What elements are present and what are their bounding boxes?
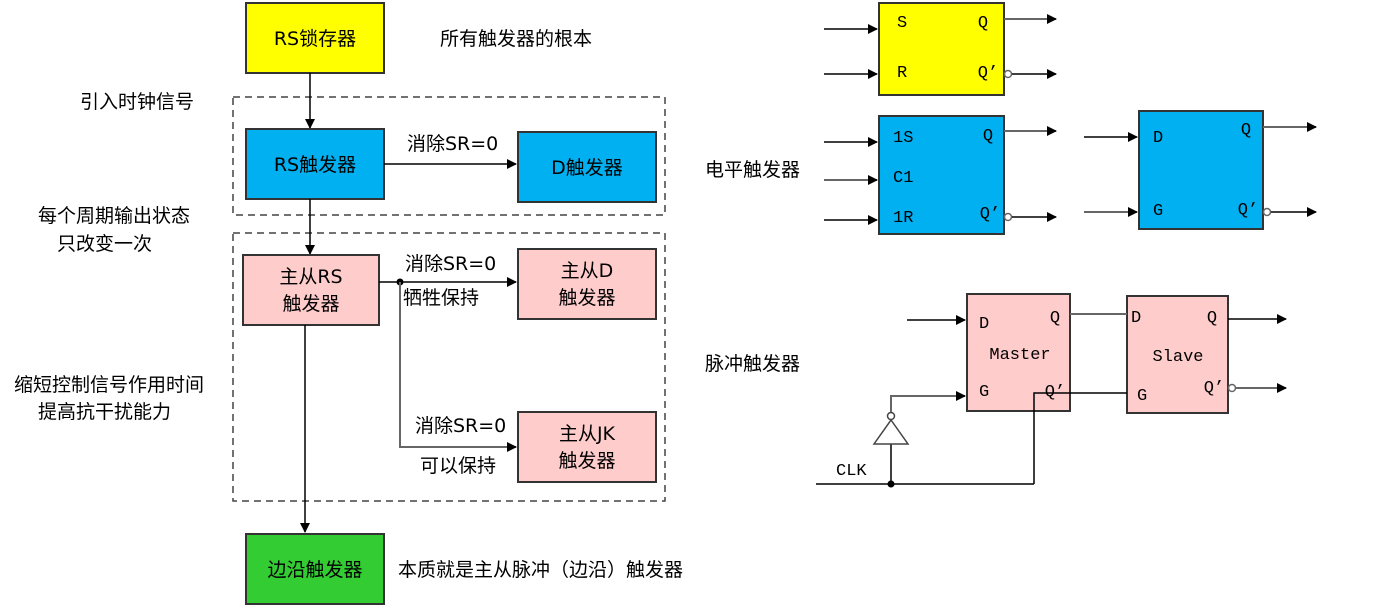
eliminate-sr-label-1: 消除SR=0 <box>407 133 498 155</box>
arrow-msrs-to-msjk <box>399 282 517 452</box>
slave-pin-g: G <box>1137 387 1147 406</box>
rs-ff-box <box>245 128 385 200</box>
ms-jk-box <box>517 411 657 483</box>
sr-latch-symbol <box>878 2 1005 96</box>
ms-rs-label-line1: 主从RS <box>279 266 342 288</box>
sr-latch-pin-qbar: Q’ <box>978 64 998 83</box>
edge-ff-label: 边沿触发器 <box>267 559 362 581</box>
clocked-sr-pin-1r: 1R <box>893 209 913 228</box>
ms-jk-label-line2: 触发器 <box>558 450 615 472</box>
master-pin-q: Q <box>1050 309 1060 328</box>
d-latch-symbol <box>1138 110 1264 230</box>
pulse-trigger-label: 脉冲触发器 <box>705 353 800 375</box>
once-note-line2: 只改变一次 <box>57 233 152 255</box>
master-symbol <box>966 293 1071 412</box>
edge-ff-box <box>245 533 385 605</box>
inverter-gate-icon <box>872 418 910 445</box>
master-pin-g: G <box>979 383 989 402</box>
master-name: Master <box>989 346 1050 365</box>
d-ff-label: D触发器 <box>551 157 623 179</box>
edge-note: 本质就是主从脉冲（边沿）触发器 <box>398 559 683 581</box>
rs-ff-label: RS触发器 <box>274 154 356 176</box>
ms-rs-box <box>242 254 380 326</box>
rs-latch-label: RS锁存器 <box>274 28 356 50</box>
ms-jk-label-line1: 主从JK <box>559 423 616 445</box>
rs-latch-note: 所有触发器的根本 <box>440 28 592 50</box>
clk-label: CLK <box>836 462 867 481</box>
once-note-line1: 每个周期输出状态 <box>38 205 190 227</box>
clocked-sr-pin-c1: C1 <box>893 169 913 188</box>
rs-latch-box <box>245 2 385 74</box>
sacrifice-hold-label: 牺牲保持 <box>403 287 479 309</box>
master-slave-group-frame <box>232 232 666 502</box>
ms-d-label-line1: 主从D <box>561 260 614 282</box>
d-latch-pin-d: D <box>1153 129 1163 148</box>
slave-pin-q: Q <box>1207 309 1217 328</box>
sr-latch-pin-q: Q <box>978 14 988 33</box>
d-latch-pin-q: Q <box>1241 121 1251 140</box>
d-latch-pin-qbar: Q’ <box>1238 201 1258 220</box>
d-ff-box <box>517 131 657 203</box>
can-hold-label: 可以保持 <box>420 455 496 477</box>
inversion-bubble-icon <box>1003 212 1013 222</box>
clk-to-slave-g-wire <box>1033 392 1127 484</box>
shorten-note-line2: 提高抗干扰能力 <box>38 401 171 423</box>
slave-pin-d: D <box>1131 309 1141 328</box>
shorten-note-line1: 缩短控制信号作用时间 <box>14 374 204 396</box>
slave-symbol <box>1126 295 1229 414</box>
eliminate-sr-label-3: 消除SR=0 <box>415 415 506 437</box>
clock-note: 引入时钟信号 <box>80 91 194 113</box>
ms-d-label-line2: 触发器 <box>558 287 615 309</box>
clocked-sr-symbol <box>878 115 1005 235</box>
d-latch-pin-g: G <box>1153 202 1163 221</box>
slave-pin-qbar: Q’ <box>1204 379 1224 398</box>
clocked-sr-pin-qbar: Q’ <box>980 205 1000 224</box>
sr-latch-pin-s: S <box>897 14 907 33</box>
clock-group-frame <box>232 96 666 216</box>
inverter-to-master-g-wire <box>890 391 966 412</box>
master-pin-d: D <box>979 315 989 334</box>
clocked-sr-pin-1s: 1S <box>893 129 913 148</box>
level-trigger-label: 电平触发器 <box>705 159 800 181</box>
inversion-bubble-icon <box>886 411 896 421</box>
inversion-bubble-icon <box>1227 383 1237 393</box>
ms-rs-label-line2: 触发器 <box>282 293 339 315</box>
ms-d-box <box>517 248 657 320</box>
clocked-sr-pin-q: Q <box>983 127 993 146</box>
eliminate-sr-label-2: 消除SR=0 <box>405 253 496 275</box>
inversion-bubble-icon <box>1262 207 1272 217</box>
slave-name: Slave <box>1152 348 1203 367</box>
inversion-bubble-icon <box>1003 69 1013 79</box>
sr-latch-pin-r: R <box>897 64 907 83</box>
